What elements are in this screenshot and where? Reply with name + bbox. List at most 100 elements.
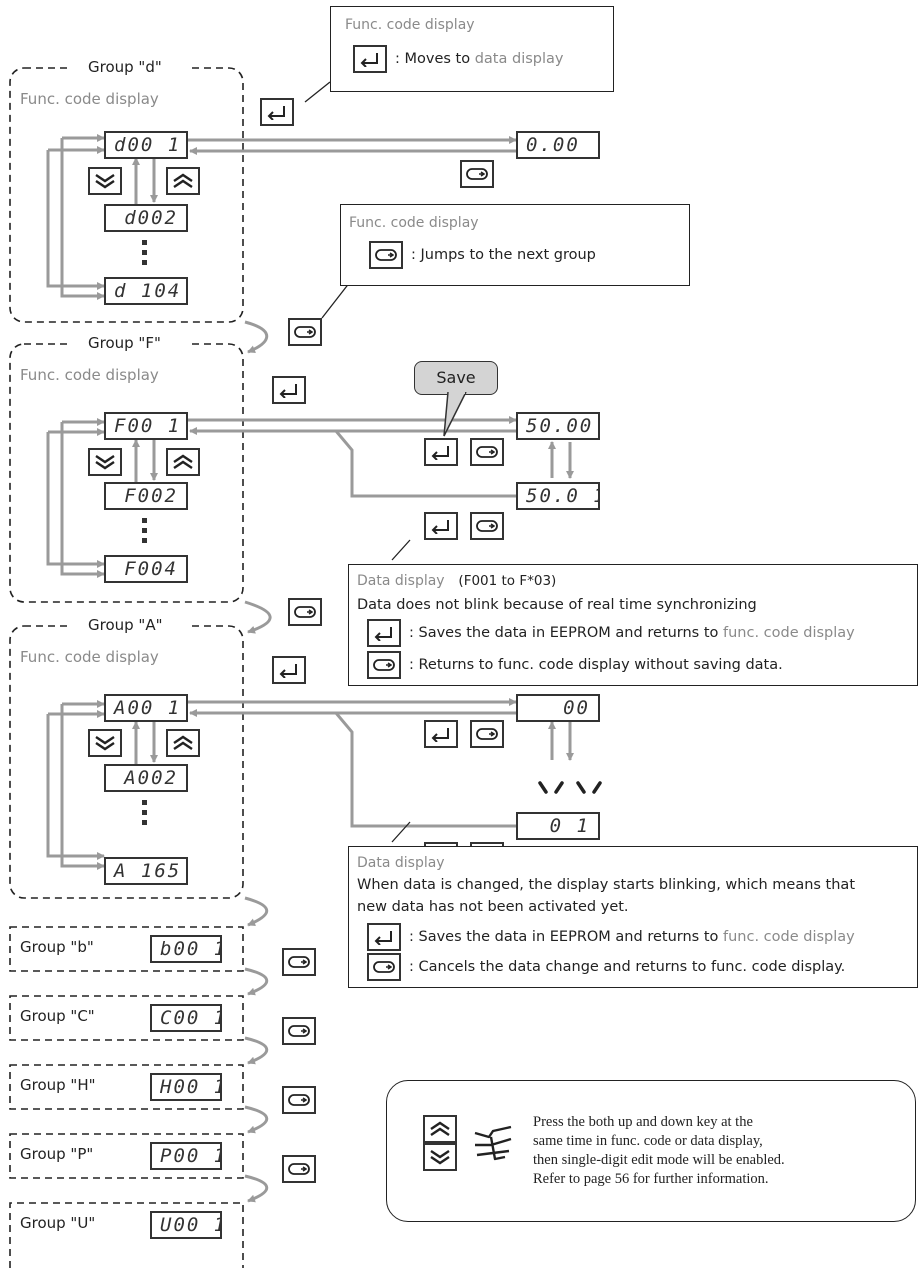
enter-key-f-edited[interactable] <box>424 512 458 540</box>
group-p-title: Group "P" <box>20 1145 94 1163</box>
group-a-subtitle: Func. code display <box>20 648 159 666</box>
enter-key-legend-f <box>367 619 401 647</box>
up-key-a[interactable] <box>166 729 200 757</box>
callout-a-data-line3-link: func. code display <box>722 929 855 945</box>
enter-key-legend-a <box>367 923 401 951</box>
enter-key-a[interactable] <box>272 656 306 684</box>
escape-key-f-edited[interactable] <box>470 512 504 540</box>
enter-key-icon <box>360 53 378 67</box>
lcd-b001: b00 1 <box>150 935 222 963</box>
down-key-icon <box>430 1150 450 1165</box>
up-key-d[interactable] <box>166 167 200 195</box>
lcd-a165: A 165 <box>104 857 188 885</box>
callout-f-data-range: (F001 to F*03) <box>458 573 557 589</box>
escape-key-icon <box>476 728 498 740</box>
enter-key-a-data[interactable] <box>424 720 458 748</box>
callout-a-data-line2: new data has not been activated yet. <box>357 899 629 915</box>
enter-key-d[interactable] <box>260 98 294 126</box>
group-h-title: Group "H" <box>20 1076 96 1094</box>
escape-key-legend <box>369 241 403 269</box>
enter-key-icon <box>279 664 297 678</box>
lcd-a-data: 00 <box>516 694 600 722</box>
down-key-icon <box>95 174 115 189</box>
lcd-f004: F004 <box>104 555 188 583</box>
callout-moves: Func. code display : Moves to data displ… <box>330 6 614 92</box>
enter-key-f-save[interactable] <box>424 438 458 466</box>
escape-key-a-data[interactable] <box>470 720 504 748</box>
enter-key-icon <box>374 627 392 641</box>
enter-key-icon <box>374 931 392 945</box>
escape-key-group-b[interactable] <box>282 948 316 976</box>
up-key-f[interactable] <box>166 448 200 476</box>
group-u-title: Group "U" <box>20 1214 96 1232</box>
callout-a-data-line4: : Cancels the data change and returns to… <box>409 959 846 975</box>
enter-key-icon <box>267 106 285 120</box>
callout-moves-link: data display <box>474 51 564 67</box>
hand-press-icon <box>474 1125 512 1161</box>
callout-a-data: Data display When data is changed, the d… <box>348 846 918 988</box>
lcd-a001: A00 1 <box>104 694 188 722</box>
escape-key-icon <box>288 1094 310 1106</box>
callout-f-data-line2: : Saves the data in EEPROM and returns t… <box>409 625 723 641</box>
callout-moves-text: : Moves to <box>395 51 475 67</box>
escape-key-group-f[interactable] <box>288 598 322 626</box>
group-d-title: Group "d" <box>88 58 162 76</box>
escape-key-d[interactable] <box>460 160 494 188</box>
escape-key-icon <box>476 446 498 458</box>
enter-key-f[interactable] <box>272 376 306 404</box>
escape-key-legend-a <box>367 953 401 981</box>
escape-key-legend-f <box>367 651 401 679</box>
callout-f-data-line3: : Returns to func. code display without … <box>409 657 783 673</box>
enter-key-icon <box>431 520 449 534</box>
escape-key-group-h[interactable] <box>282 1086 316 1114</box>
lcd-d002: d002 <box>104 204 188 232</box>
escape-key-icon <box>373 961 395 973</box>
escape-key-group-p[interactable] <box>282 1155 316 1183</box>
lcd-f-data: 50.00 <box>516 412 600 440</box>
escape-key-icon <box>476 520 498 532</box>
lcd-h001: H00 1 <box>150 1073 222 1101</box>
lcd-p001: P00 1 <box>150 1142 222 1170</box>
escape-key-f-data[interactable] <box>470 438 504 466</box>
escape-key-icon <box>294 326 316 338</box>
save-bubble-tail <box>443 392 467 437</box>
up-key-icon <box>173 735 193 750</box>
lcd-u001: U00 1 <box>150 1211 222 1239</box>
up-key-icon <box>173 454 193 469</box>
lcd-a002: A002 <box>104 764 188 792</box>
enter-key-icon <box>279 384 297 398</box>
enter-key-icon <box>431 446 449 460</box>
tip-box: Press the both up and down key at the sa… <box>386 1080 916 1222</box>
callout-jumps-title: Func. code display <box>349 215 479 231</box>
save-bubble: Save <box>414 361 498 395</box>
escape-key-group-d[interactable] <box>288 318 322 346</box>
tip-line4: Refer to page 56 for further information… <box>533 1171 769 1187</box>
lcd-f-data-edited: 50.0 1 <box>516 482 600 510</box>
escape-key-group-c[interactable] <box>282 1017 316 1045</box>
enter-key-legend <box>353 45 387 73</box>
down-key-icon <box>95 455 115 470</box>
lcd-d001: d00 1 <box>104 131 188 159</box>
down-key-d[interactable] <box>88 167 122 195</box>
callout-jumps-text: : Jumps to the next group <box>411 247 596 263</box>
callout-f-data-title: Data display <box>357 573 445 589</box>
down-key-f[interactable] <box>88 448 122 476</box>
group-a-title: Group "A" <box>88 616 163 634</box>
group-d-subtitle: Func. code display <box>20 90 159 108</box>
callout-f-data-line1: Data does not blink because of real time… <box>357 597 757 613</box>
tip-line1: Press the both up and down key at the <box>533 1114 753 1130</box>
escape-key-icon <box>375 249 397 261</box>
callout-moves-title: Func. code display <box>345 17 475 33</box>
lcd-c001: C00 1 <box>150 1004 222 1032</box>
down-key-a[interactable] <box>88 729 122 757</box>
callout-a-data-line3: : Saves the data in EEPROM and returns t… <box>409 929 723 945</box>
escape-key-icon <box>288 1025 310 1037</box>
callout-jumps: Func. code display : Jumps to the next g… <box>340 204 690 286</box>
tip-up-key <box>423 1115 457 1143</box>
group-f-title: Group "F" <box>88 334 161 352</box>
lcd-d-data: 0.00 <box>516 131 600 159</box>
group-c-title: Group "C" <box>20 1007 95 1025</box>
escape-key-icon <box>294 606 316 618</box>
group-f-subtitle: Func. code display <box>20 366 159 384</box>
